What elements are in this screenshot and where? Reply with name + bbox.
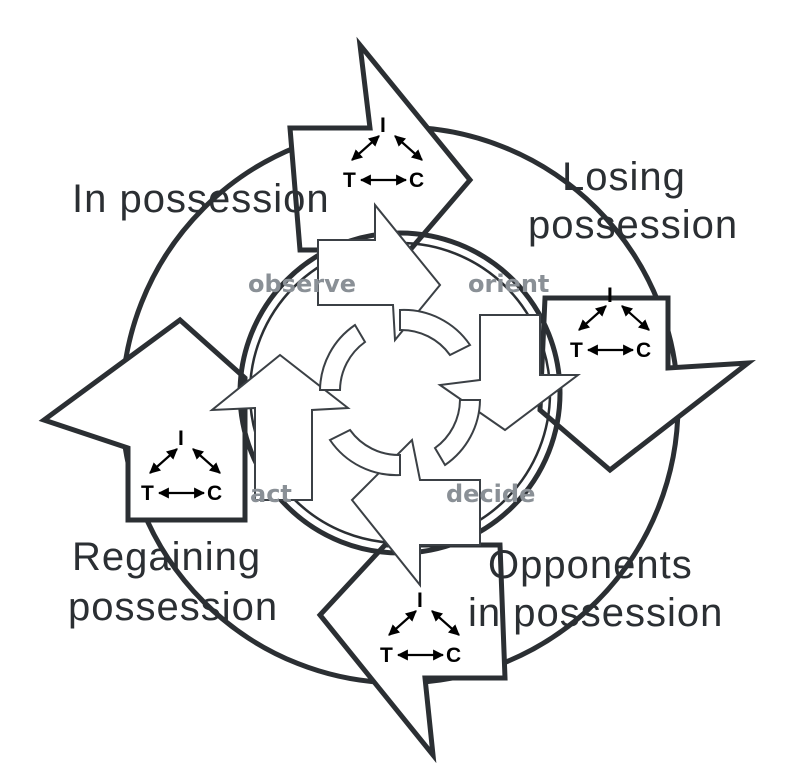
label-observe: observe [248, 270, 356, 298]
tic-letter-c: C [409, 169, 424, 192]
tic-letter-i: I [607, 284, 613, 307]
tic-arrow-it [351, 135, 380, 161]
arrow-right [537, 295, 756, 474]
tic-letter-t: T [343, 169, 356, 192]
tic-letter-t: T [380, 644, 393, 667]
tic-group-bottom: I T C [380, 589, 461, 667]
tic-letter-c: C [207, 482, 222, 505]
phase-in-possession: In possession [72, 177, 330, 221]
tic-arrow-it [149, 448, 178, 474]
tic-letter-t: T [570, 339, 583, 362]
phase-losing-line2: possession [528, 203, 738, 247]
ooda-arrows [208, 202, 581, 588]
phase-regaining-line1: Regaining [72, 535, 261, 579]
tic-letter-i: I [380, 114, 386, 137]
tic-arrow-ic [192, 448, 221, 474]
tic-group-left: I T C [141, 427, 222, 505]
label-act: act [250, 480, 292, 508]
ooda-arrow-act [208, 353, 351, 501]
tic-letter-c: C [446, 644, 461, 667]
tic-letter-i: I [417, 589, 423, 612]
centre-swirl [318, 308, 482, 477]
label-decide: decide [446, 480, 535, 508]
arrow-top [287, 36, 474, 253]
tic-letter-t: T [141, 482, 154, 505]
tic-group-right: I T C [570, 284, 651, 362]
tic-arrow-ic [431, 610, 460, 636]
phase-opponents-line1: Opponents [488, 543, 693, 587]
tic-letter-i: I [178, 427, 184, 450]
tic-arrow-ic [621, 305, 650, 331]
phase-losing-line1: Losing [562, 155, 686, 199]
tic-arrow-it [578, 305, 607, 331]
outer-arrows [38, 36, 756, 764]
phase-regaining-line2: possession [68, 585, 278, 629]
label-orient: orient [468, 270, 549, 298]
tic-arrow-ic [394, 135, 423, 161]
tic-group-top: I T C [343, 114, 424, 192]
phase-opponents-line2: in possession [468, 591, 723, 635]
tic-letter-c: C [636, 339, 651, 362]
tic-arrow-it [388, 610, 417, 636]
